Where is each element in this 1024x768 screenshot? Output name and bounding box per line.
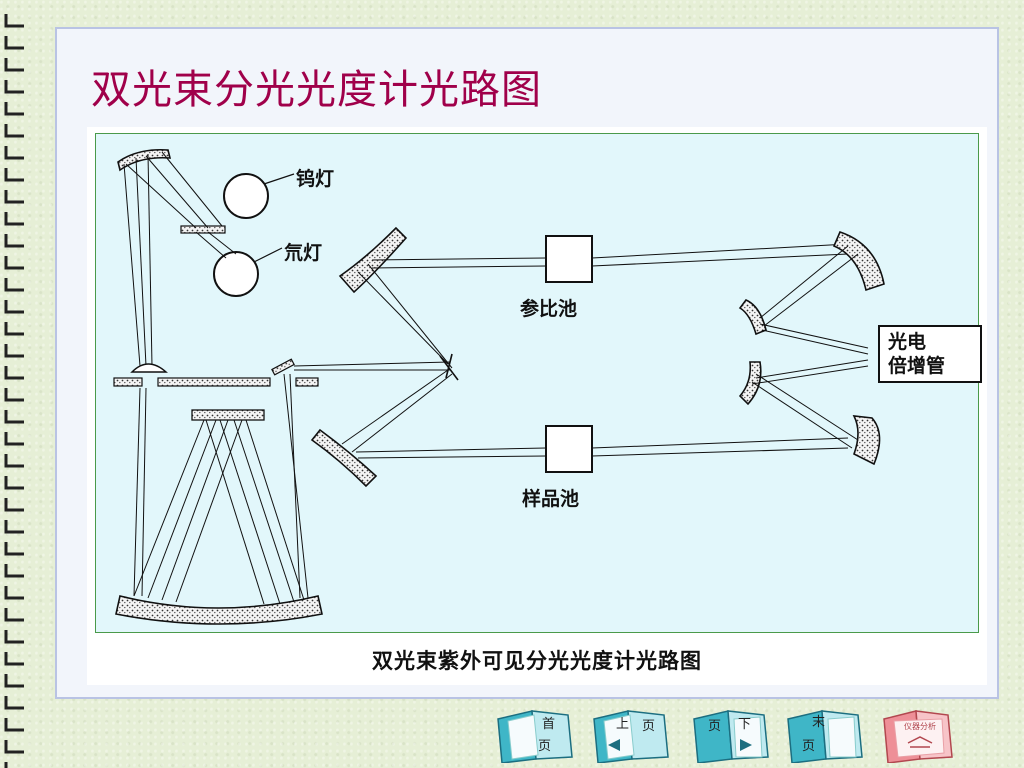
nav-home-label: 仪器分析 xyxy=(904,722,936,731)
binding-ring xyxy=(4,762,8,768)
nav-prev-left: 上 xyxy=(616,717,630,732)
book-icon xyxy=(593,710,669,763)
condenser-lens xyxy=(130,363,168,373)
figure-caption: 双光束紫外可见分光光度计光路图 xyxy=(372,649,702,673)
home-icon xyxy=(907,736,933,748)
nav-previous-page-button[interactable]: 上 页 xyxy=(590,705,672,763)
binding-ring xyxy=(4,366,24,380)
notebook-binding xyxy=(4,14,24,768)
deuterium-lamp-icon xyxy=(213,251,259,297)
exit-mirror xyxy=(271,358,295,376)
nav-next-left: 页 xyxy=(708,719,722,734)
nav-first-top: 首 xyxy=(542,717,556,732)
nav-prev-right: 页 xyxy=(642,719,656,734)
binding-ring xyxy=(4,432,24,446)
slide-title: 双光束分光光度计光路图 xyxy=(91,67,542,112)
binding-ring xyxy=(4,564,24,578)
binding-ring xyxy=(4,212,24,226)
detector-mirror-upper xyxy=(738,299,767,336)
nav-next-right: 下 xyxy=(738,717,752,732)
detector-label-line1: 光电 xyxy=(888,331,927,353)
diagram-area: 钨灯 氘灯 参比池 样品池 光电 倍增管 xyxy=(95,133,982,633)
reference-cell-label: 参比池 xyxy=(520,298,578,320)
binding-ring xyxy=(4,520,24,534)
binding-ring xyxy=(4,652,24,666)
binding-ring xyxy=(4,630,24,644)
binding-ring xyxy=(4,674,24,688)
arrow-right-icon xyxy=(740,739,752,751)
photomultiplier-box: 光电 倍增管 xyxy=(878,325,982,383)
nav-first-bottom: 页 xyxy=(538,739,552,754)
binding-ring xyxy=(4,102,24,116)
arrow-left-icon xyxy=(608,739,620,751)
source-mirror xyxy=(117,148,172,172)
book-icon xyxy=(883,710,953,763)
binding-ring xyxy=(4,388,24,402)
binding-ring xyxy=(4,256,24,270)
deuterium-lamp-label: 氘灯 xyxy=(284,242,323,264)
binding-ring xyxy=(4,190,24,204)
binding-ring xyxy=(4,322,24,336)
slit-bar xyxy=(157,377,271,387)
tungsten-lamp-icon xyxy=(223,173,269,219)
entrance-slit xyxy=(113,377,143,387)
optical-path-figure: 钨灯 氘灯 参比池 样品池 光电 倍增管 双光束紫外可见分光光度计光路图 xyxy=(87,127,987,685)
nav-last-top: 末 xyxy=(812,715,826,730)
nav-home-button[interactable]: 仪器分析 xyxy=(880,705,954,763)
binding-ring xyxy=(4,454,24,468)
nav-next-page-button[interactable]: 页 下 xyxy=(690,705,772,763)
book-icon xyxy=(693,710,769,763)
binding-ring xyxy=(4,278,24,292)
diffraction-grating xyxy=(191,409,265,421)
binding-ring xyxy=(4,718,24,732)
exit-slit xyxy=(295,377,319,387)
binding-ring xyxy=(4,36,24,50)
binding-ring xyxy=(4,410,24,424)
binding-ring xyxy=(4,476,24,490)
binding-ring xyxy=(4,498,24,512)
detector-label-line2: 倍增管 xyxy=(888,355,946,377)
book-icon xyxy=(787,710,863,763)
binding-ring xyxy=(4,14,24,28)
binding-ring xyxy=(4,696,24,710)
reference-cell xyxy=(545,235,593,283)
reference-mirror-right xyxy=(832,231,885,292)
sample-mirror-right xyxy=(852,415,881,466)
binding-ring xyxy=(4,608,24,622)
collimating-mirror xyxy=(115,595,323,625)
binding-ring xyxy=(4,124,24,138)
binding-ring xyxy=(4,80,24,94)
binding-ring xyxy=(4,740,24,754)
binding-ring xyxy=(4,58,24,72)
switch-mirror xyxy=(180,225,226,234)
sample-mirror-left xyxy=(310,428,378,488)
binding-ring xyxy=(4,586,24,600)
tungsten-lamp-label: 钨灯 xyxy=(296,168,335,190)
nav-first-page-button[interactable]: 首 页 xyxy=(494,705,576,763)
book-icon xyxy=(497,710,573,763)
binding-ring xyxy=(4,344,24,358)
binding-ring xyxy=(4,168,24,182)
slide-panel: 双光束分光光度计光路图 xyxy=(55,27,999,699)
nav-last-page-button[interactable]: 末 页 xyxy=(784,705,866,763)
sample-cell xyxy=(545,425,593,473)
binding-ring xyxy=(4,146,24,160)
binding-ring xyxy=(4,234,24,248)
sample-cell-label: 样品池 xyxy=(522,488,580,510)
beam-chopper xyxy=(439,353,459,381)
binding-ring xyxy=(4,542,24,556)
nav-last-bottom: 页 xyxy=(802,739,816,754)
optical-path-diagram xyxy=(113,148,885,625)
binding-ring xyxy=(4,300,24,314)
